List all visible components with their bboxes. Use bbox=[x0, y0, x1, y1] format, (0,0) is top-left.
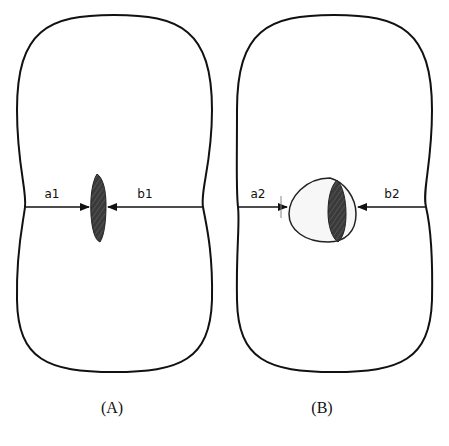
organ-outline bbox=[17, 15, 212, 372]
distance-label: b2 bbox=[384, 188, 399, 200]
distance-arrow bbox=[358, 206, 425, 208]
panel-caption: (A) bbox=[101, 400, 123, 416]
lesion bbox=[91, 174, 106, 242]
distance-arrow bbox=[108, 206, 202, 208]
distance-arrow bbox=[239, 206, 287, 208]
organ-outline bbox=[237, 15, 432, 372]
ablation-zone bbox=[289, 178, 356, 242]
lesion bbox=[328, 180, 346, 242]
distance-label: b1 bbox=[137, 188, 152, 200]
margin-tick bbox=[281, 196, 282, 218]
distance-arrow bbox=[26, 206, 89, 208]
panel-caption: (B) bbox=[311, 400, 332, 416]
distance-label: a2 bbox=[251, 188, 266, 200]
distance-label: a1 bbox=[45, 188, 60, 200]
